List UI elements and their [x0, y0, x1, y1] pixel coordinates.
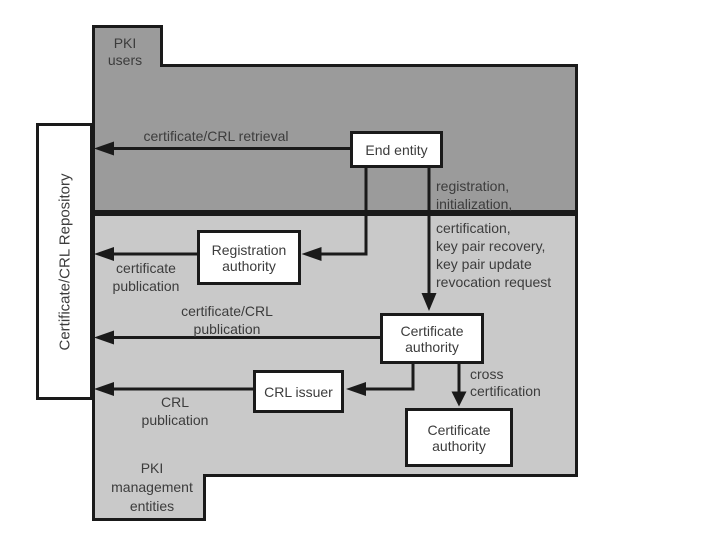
end-entity-requests-label-upper: registration, initialization, — [436, 177, 512, 213]
end-entity-box: End entity — [350, 131, 443, 168]
requests-line4: key pair recovery, — [436, 238, 546, 254]
arrow-lines — [111, 147, 461, 394]
arrow-end-entity-to-ra-head — [301, 247, 322, 261]
arrow-end-entity-to-ca-head — [421, 293, 437, 311]
arrow-cert-publication-head — [94, 247, 114, 261]
arrow-cert-crl-retrieval-head — [94, 141, 114, 156]
crl-issuer-label: CRL issuer — [264, 383, 333, 400]
pki-users-line2: users — [107, 52, 143, 68]
cross-certification-line1: cross — [470, 366, 504, 382]
arrow-cert-crl-publication-head — [94, 330, 114, 345]
cert-crl-publication-line2: publication — [193, 321, 261, 337]
pki-users-region — [92, 25, 578, 213]
arrow-ca-to-crl-issuer-head — [346, 382, 366, 396]
requests-line3: certification, — [436, 220, 511, 236]
certificate-authority-label-line1: Certificate — [400, 322, 464, 339]
arrow-end-entity-to-ra-line — [318, 163, 368, 256]
pki-users-line1: PKI — [113, 35, 137, 51]
certificate-authority-label-line2: authority — [405, 338, 459, 355]
arrow-cross-certification-head — [451, 391, 467, 407]
end-entity-requests-label-lower: certification, key pair recovery, key pa… — [436, 219, 551, 291]
certificate-crl-repository-box: Certificate/CRL Repository — [36, 123, 93, 400]
certificate-authority-box: Certificate authority — [380, 313, 484, 364]
pki-users-region-label: PKI users — [93, 35, 157, 69]
crl-publication-line1: CRL — [160, 394, 189, 410]
cross-certification-line2: certification — [470, 383, 541, 399]
pki-mgmt-line3: entities — [129, 498, 175, 514]
registration-authority-label-line2: authority — [222, 257, 276, 274]
requests-line1: registration, — [436, 178, 510, 194]
arrow-ca-to-crl-issuer-line — [363, 359, 415, 391]
crl-publication-label: CRL publication — [125, 393, 225, 429]
requests-line5: key pair update — [436, 256, 532, 272]
registration-authority-label-line1: Registration — [211, 241, 287, 258]
cross-certification-label: cross certification — [470, 366, 541, 400]
pki-management-region-label: PKI management entities — [96, 459, 208, 516]
crl-publication-line2: publication — [141, 412, 209, 428]
certificate-authority-2-box: Certificate authority — [405, 408, 513, 467]
certificate-crl-repository-label: Certificate/CRL Repository — [56, 172, 73, 351]
arrow-heads — [94, 141, 467, 407]
cert-publication-label: certificate publication — [96, 259, 196, 295]
crl-issuer-box: CRL issuer — [253, 370, 344, 413]
cert-crl-publication-label: certificate/CRL publication — [156, 302, 298, 338]
requests-line2: initialization, — [436, 196, 513, 212]
arrow-crl-publication-head — [94, 382, 114, 396]
end-entity-label: End entity — [365, 141, 428, 158]
requests-line6: revocation request — [436, 274, 552, 290]
pki-mgmt-line2: management — [111, 479, 193, 495]
certificate-authority-2-label-line1: Certificate — [427, 421, 491, 438]
cert-crl-publication-line1: certificate/CRL — [181, 303, 273, 319]
pki-mgmt-line1: PKI — [140, 460, 164, 476]
cert-crl-retrieval-label: certificate/CRL retrieval — [143, 128, 289, 144]
certificate-authority-2-label-line2: authority — [432, 437, 486, 454]
cert-publication-line1: certificate — [116, 260, 176, 276]
cert-publication-line2: publication — [112, 278, 180, 294]
registration-authority-box: Registration authority — [197, 230, 301, 285]
